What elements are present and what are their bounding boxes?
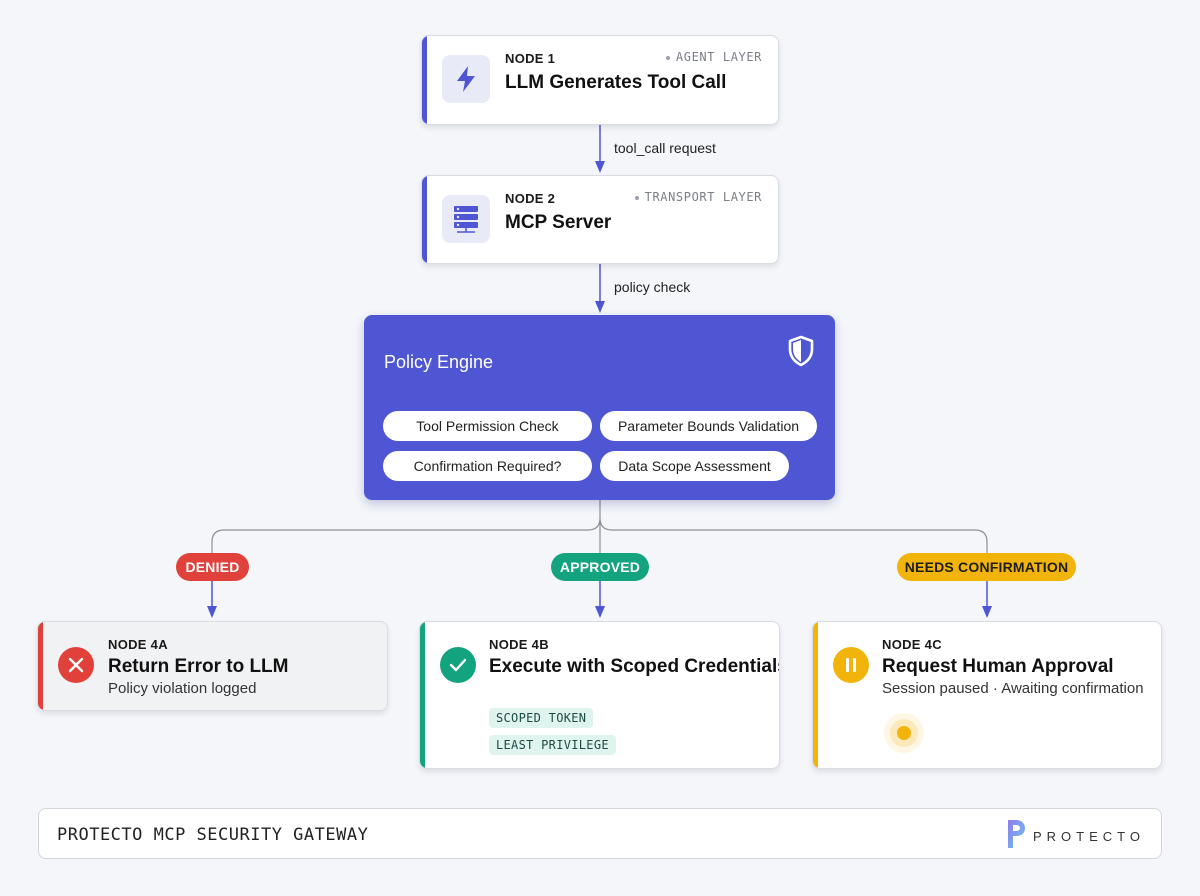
policy-engine-title: Policy Engine — [384, 352, 494, 372]
footer-title: PROTECTO MCP SECURITY GATEWAY — [57, 825, 369, 845]
node-2-title: MCP Server — [505, 212, 612, 233]
check-parameter-bounds: Parameter Bounds Validation — [600, 411, 817, 441]
node-1-layer: AGENT LAYER — [665, 50, 762, 64]
node-2-layer-text: TRANSPORT LAYER — [644, 190, 762, 204]
node-1-accent — [422, 36, 427, 124]
branch-lines — [211, 500, 988, 553]
check-circle-icon — [440, 647, 476, 683]
denied-badge: DENIED — [176, 553, 249, 581]
node-4a-card[interactable]: NODE 4A Return Error to LLM Policy viola… — [37, 621, 388, 711]
pending-indicator-icon — [882, 711, 926, 755]
node-4a-accent — [38, 622, 43, 710]
scoped-token-tag: SCOPED TOKEN — [489, 708, 594, 728]
node-1-label: NODE 1 — [505, 51, 556, 66]
node-4a-label: NODE 4A — [108, 637, 168, 652]
check-confirmation-required: Confirmation Required? — [383, 451, 592, 481]
node-4c-card[interactable]: NODE 4C Request Human Approval Session p… — [812, 621, 1162, 769]
node-4c-title: Request Human Approval — [882, 656, 1114, 677]
policy-engine-card[interactable]: Policy Engine Tool Permission Check Para… — [364, 315, 835, 500]
node-4c-subtitle: Session paused · Awaiting confirmation — [882, 680, 1144, 697]
edge-label-policy-check: policy check — [614, 279, 691, 295]
node-4b-accent — [420, 622, 425, 768]
node-4c-accent — [813, 622, 818, 768]
node-4c-label: NODE 4C — [882, 637, 942, 652]
node-4b-card[interactable]: NODE 4B Execute with Scoped Credentials … — [419, 621, 780, 769]
node-4b-label: NODE 4B — [489, 637, 549, 652]
shield-icon — [787, 335, 815, 372]
node-1-title: LLM Generates Tool Call — [505, 72, 727, 93]
node-4a-title: Return Error to LLM — [108, 656, 289, 677]
node-4a-subtitle: Policy violation logged — [108, 680, 257, 697]
least-privilege-tag: LEAST PRIVILEGE — [489, 735, 616, 755]
pause-circle-icon — [833, 647, 869, 683]
lightning-bolt-icon — [442, 55, 490, 103]
node-4b-title: Execute with Scoped Credentials — [489, 656, 780, 677]
node-2-accent — [422, 176, 427, 263]
node-2-card[interactable]: NODE 2 TRANSPORT LAYER MCP Server — [421, 175, 779, 264]
edge-label-tool-call: tool_call request — [614, 140, 716, 156]
footer-bar: PROTECTO MCP SECURITY GATEWAY PROTECTO — [38, 808, 1162, 859]
check-tool-permission: Tool Permission Check — [383, 411, 592, 441]
close-circle-icon — [58, 647, 94, 683]
protecto-logo-icon — [1005, 818, 1027, 855]
node-2-label: NODE 2 — [505, 191, 556, 206]
needs-confirmation-badge: NEEDS CONFIRMATION — [897, 553, 1076, 581]
approved-badge: APPROVED — [551, 553, 649, 581]
node-1-card[interactable]: NODE 1 AGENT LAYER LLM Generates Tool Ca… — [421, 35, 779, 125]
check-data-scope: Data Scope Assessment — [600, 451, 789, 481]
server-icon — [442, 195, 490, 243]
node-1-layer-text: AGENT LAYER — [675, 50, 762, 64]
brand-name: PROTECTO — [1033, 829, 1145, 844]
node-2-layer: TRANSPORT LAYER — [634, 190, 762, 204]
